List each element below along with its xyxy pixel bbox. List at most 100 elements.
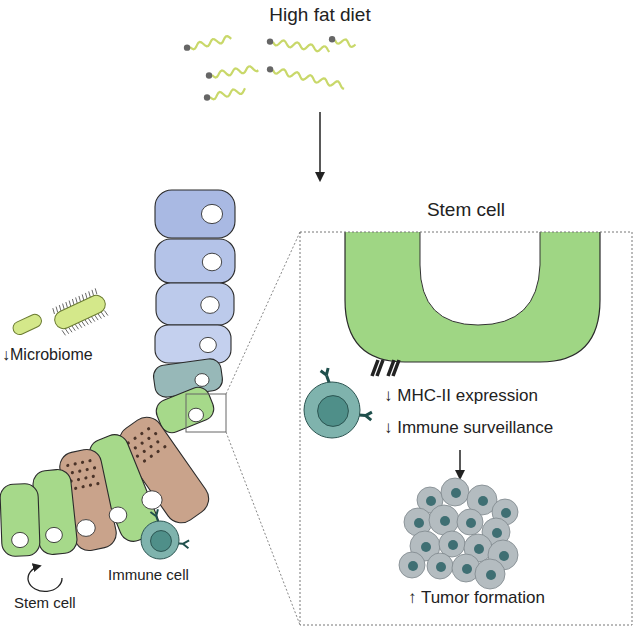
immune-cell — [141, 509, 189, 559]
immune-cell-nucleus — [151, 531, 172, 552]
granule — [81, 460, 85, 464]
inset-border — [300, 232, 632, 625]
granule — [93, 466, 97, 470]
nucleus — [200, 337, 217, 352]
label: ↓Microbiome — [2, 346, 93, 364]
fatty-acid-head — [267, 38, 273, 44]
tumor-cell-nucleus — [499, 551, 509, 561]
granule — [133, 436, 137, 440]
zoom-line — [226, 232, 300, 394]
flagellum — [62, 304, 65, 310]
tumor-cell-nucleus — [492, 528, 502, 538]
tumor-cell — [457, 509, 483, 535]
inhibition-arrow — [459, 450, 461, 478]
immune-cell-body — [141, 521, 179, 559]
immune-cell-body — [304, 382, 360, 438]
epithelial-cell — [155, 239, 235, 283]
granule — [135, 454, 139, 458]
granule — [149, 444, 153, 448]
cell-body — [0, 483, 40, 556]
tumor-cell-nucleus — [451, 488, 461, 498]
fatty-acid-head — [329, 36, 335, 42]
tumor-cell — [475, 559, 505, 589]
label: Immune cell — [108, 566, 189, 583]
tumor-cell-nucleus — [448, 540, 458, 550]
tumor-cell-nucleus — [501, 508, 511, 518]
flagellum — [91, 290, 94, 296]
flagellum — [58, 305, 61, 311]
label: Stem cell — [14, 594, 76, 611]
flagellum — [88, 291, 91, 297]
inset-text: ↓ Immune surveillance — [384, 418, 553, 438]
granule — [149, 454, 153, 458]
cell-body — [155, 190, 235, 238]
nucleus — [201, 297, 219, 314]
granule — [146, 427, 150, 431]
flagellum — [55, 307, 58, 313]
flagellum — [91, 316, 94, 322]
flagellum — [68, 301, 71, 307]
granule — [133, 446, 137, 450]
tumor-cell-body — [457, 509, 483, 535]
flagellum — [101, 312, 104, 318]
granule — [142, 449, 146, 453]
tumor-cell — [441, 478, 469, 506]
granule — [163, 445, 167, 449]
tumor-cell-nucleus — [474, 544, 484, 554]
tumor-cell-body — [429, 505, 459, 535]
tumor-cell-body — [427, 553, 453, 579]
tumor-cell-nucleus — [414, 518, 424, 528]
granule — [85, 468, 89, 472]
granule — [74, 486, 78, 490]
flagellum — [88, 318, 91, 324]
fatty-acid-head — [206, 72, 212, 78]
flagellum — [72, 325, 75, 331]
nucleus — [189, 408, 204, 422]
inset-text: ↓ MHC-II expression — [384, 386, 538, 406]
fatty-acid — [190, 36, 231, 49]
granule — [91, 474, 95, 478]
nucleus — [195, 374, 209, 387]
fatty-acid-head — [204, 94, 210, 100]
flagellum — [75, 324, 78, 330]
granule — [89, 483, 93, 487]
tumor-cell-nucleus — [486, 570, 496, 580]
inset-art — [345, 232, 600, 362]
bacterium — [11, 312, 44, 336]
granule — [156, 440, 160, 444]
epithelial-cell — [156, 283, 234, 325]
granule — [142, 459, 146, 463]
fatty-acid-head — [267, 66, 273, 72]
tumor-cell-nucleus — [440, 516, 450, 526]
tumor-cell-nucleus — [421, 542, 431, 552]
immune-cell — [304, 368, 372, 438]
granule — [147, 436, 151, 440]
granule — [77, 478, 81, 482]
flagellum — [85, 319, 88, 325]
stem-cell-body — [345, 232, 600, 362]
diet-arrow — [319, 112, 321, 180]
epithelial-cell — [0, 483, 40, 556]
mhc-ii — [388, 360, 399, 376]
flagellum — [69, 327, 72, 333]
bacterium-body — [52, 292, 109, 331]
tumor-cell-body — [399, 552, 425, 578]
renewal-arrow — [28, 566, 62, 591]
granule — [156, 449, 160, 453]
nucleus — [202, 253, 221, 271]
granule — [70, 471, 74, 475]
granule — [66, 464, 70, 468]
flagellum — [65, 302, 68, 308]
epithelial-cell — [155, 190, 235, 238]
flagellum — [71, 299, 74, 305]
nucleus — [201, 204, 222, 223]
granule — [140, 441, 144, 445]
flagellum — [95, 315, 98, 321]
tumor-cell-nucleus — [408, 561, 418, 571]
nucleus — [12, 532, 29, 547]
flagellum — [94, 288, 97, 294]
granule — [84, 476, 88, 480]
tumor-cell — [399, 552, 425, 578]
